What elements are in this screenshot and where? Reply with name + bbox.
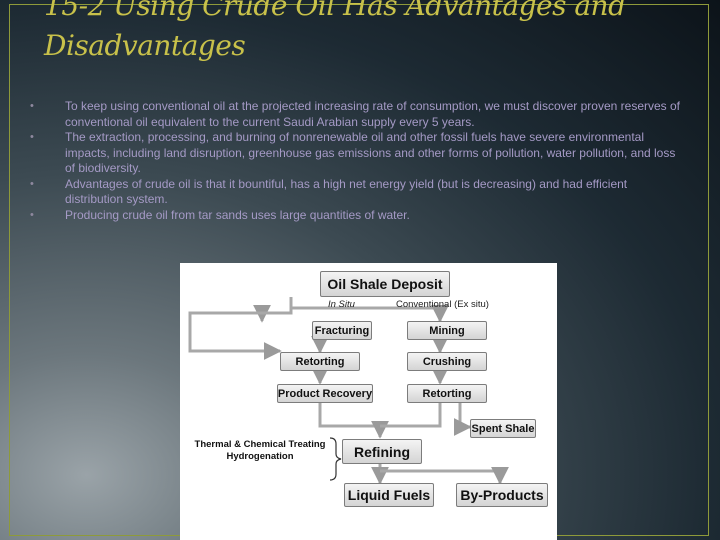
bullet-item: • Producing crude oil from tar sands uses… — [30, 208, 680, 224]
slide-title: 15-2 Using Crude Oil Has Advantages and … — [44, 0, 626, 62]
bullet-icon: • — [30, 208, 34, 221]
bullet-text: To keep using conventional oil at the pr… — [65, 99, 680, 129]
treatment-line-1: Thermal & Chemical Treating — [194, 439, 326, 450]
bullet-item: • To keep using conventional oil at the p… — [30, 99, 680, 130]
bullet-item: • Advantages of crude oil is that it boun… — [30, 177, 680, 208]
bullet-list: • To keep using conventional oil at the p… — [30, 99, 680, 223]
oil-shale-deposit-box: Oil Shale Deposit — [320, 271, 450, 297]
connector-recovery-refining — [318, 402, 389, 439]
crushing-box: Crushing — [407, 352, 487, 371]
bullet-text: Advantages of crude oil is that it bount… — [65, 176, 628, 207]
oil-shale-diagram: Oil Shale Deposit In Situ Conventional (… — [180, 263, 557, 540]
connector-refining-byproducts — [380, 466, 509, 485]
connector-retorting-spent — [453, 402, 472, 436]
bullet-icon: • — [30, 177, 34, 190]
bullet-text: The extraction, processing, and burning … — [65, 130, 676, 175]
treatment-note: Thermal & Chemical Treating Hydrogenatio… — [186, 439, 334, 463]
retorting-right-box: Retorting — [407, 384, 487, 403]
fracturing-box: Fracturing — [312, 321, 372, 340]
in-situ-label: In Situ — [328, 299, 355, 310]
conventional-label: Conventional (Ex situ) — [396, 299, 489, 310]
spent-shale-box: Spent Shale — [470, 419, 536, 438]
connector-insitu-line — [188, 308, 293, 360]
bullet-item: • The extraction, processing, and burning… — [30, 130, 680, 177]
bullet-text: Producing crude oil from tar sands uses … — [65, 207, 410, 222]
liquid-fuels-box: Liquid Fuels — [344, 483, 434, 507]
mining-box: Mining — [407, 321, 487, 340]
bullet-icon: • — [30, 131, 34, 143]
refining-box: Refining — [342, 439, 422, 464]
diagram-connectors — [188, 297, 509, 485]
connector-top-split — [289, 297, 449, 323]
bullet-icon: • — [30, 100, 34, 112]
product-recovery-box: Product Recovery — [277, 384, 373, 403]
treatment-brace — [329, 437, 342, 481]
by-products-box: By-Products — [456, 483, 548, 507]
treatment-line-2: Hydrogenation — [226, 451, 294, 462]
retorting-left-box: Retorting — [280, 352, 360, 371]
connector-retorting-refining — [380, 402, 442, 428]
